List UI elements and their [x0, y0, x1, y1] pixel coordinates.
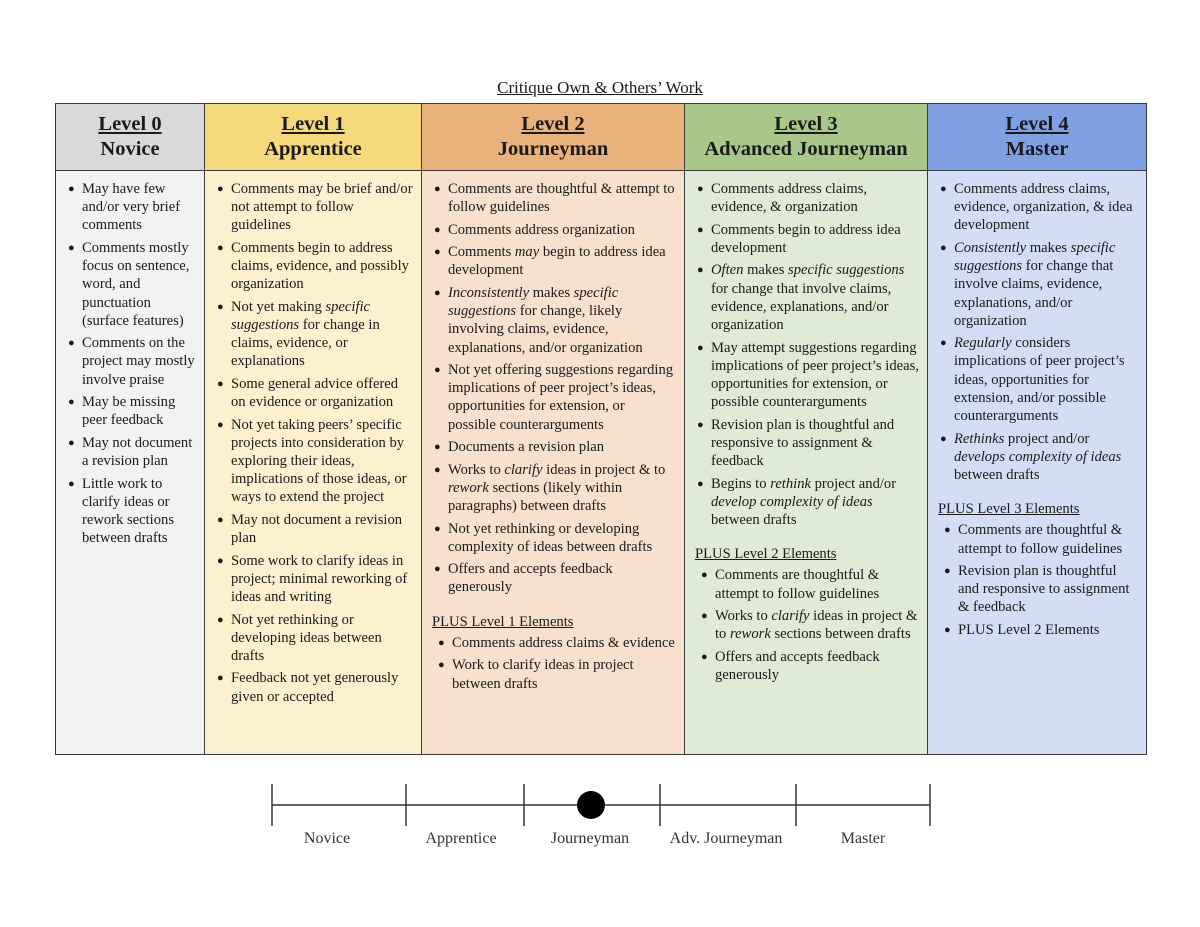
level-1-name: Apprentice [264, 138, 362, 160]
scale-label-master: Master [840, 830, 886, 847]
level-4-title: Level 4 [1005, 113, 1069, 135]
rubric-item: Regularly considers implications of peer… [938, 334, 1138, 425]
level-4-items: Comments address claims, evidence, organ… [938, 180, 1138, 484]
progress-scale [271, 784, 931, 826]
rubric-item: Not yet rethinking or developing complex… [432, 520, 676, 556]
scale-label-novice: Novice [303, 830, 351, 847]
level-4-plus-heading: PLUS Level 3 Elements [938, 501, 1080, 518]
level-2-header: Level 2 Journeyman [422, 104, 684, 171]
level-1-column: Level 1 Apprentice Comments may be brief… [205, 104, 422, 754]
rubric-item: Comments are thoughtful & attempt to fol… [699, 566, 919, 602]
level-3-plus-heading: PLUS Level 2 Elements [695, 546, 837, 563]
level-3-plus-items: Comments are thoughtful & attempt to fol… [695, 566, 919, 684]
level-0-header: Level 0 Novice [56, 104, 204, 171]
rubric-item: Comments begin to address claims, eviden… [215, 239, 413, 294]
rubric-item: Works to clarify ideas in project & to r… [432, 461, 676, 516]
rubric-item: PLUS Level 2 Elements [942, 621, 1138, 639]
level-1-body: Comments may be brief and/or not attempt… [205, 171, 421, 754]
rubric-item: Comments address claims, evidence, & org… [695, 180, 919, 216]
level-4-name: Master [1005, 138, 1069, 160]
level-3-body: Comments address claims, evidence, & org… [685, 171, 927, 754]
level-2-name: Journeyman [497, 138, 609, 160]
rubric-item: Feedback not yet generously given or acc… [215, 669, 413, 705]
rubric-item: Some general advice offered on evidence … [215, 375, 413, 411]
rubric-item: May not document a revision plan [66, 434, 196, 470]
level-2-plus-heading: PLUS Level 1 Elements [432, 613, 574, 630]
rubric-item: May have few and/or very brief comments [66, 180, 196, 235]
rubric-item: Inconsistently makes specific suggestion… [432, 284, 676, 357]
level-0-body: May have few and/or very brief commentsC… [56, 171, 204, 754]
rubric-item: Not yet taking peers’ specific projects … [215, 416, 413, 507]
rubric-item: Works to clarify ideas in project & to r… [699, 607, 919, 643]
rubric-item: Not yet rethinking or developing ideas b… [215, 611, 413, 666]
rubric-item: May not document a revision plan [215, 511, 413, 547]
level-3-header: Level 3 Advanced Journeyman [685, 104, 927, 171]
level-0-column: Level 0 Novice May have few and/or very … [56, 104, 205, 754]
rubric-item: Offers and accepts feedback generously [699, 648, 919, 684]
level-0-items: May have few and/or very brief commentsC… [66, 180, 196, 547]
scale-label-apprentice: Apprentice [425, 830, 497, 847]
level-2-body: Comments are thoughtful & attempt to fol… [422, 171, 684, 754]
rubric-item: Comments are thoughtful & attempt to fol… [432, 180, 676, 216]
rubric-item: Little work to clarify ideas or rework s… [66, 475, 196, 548]
level-1-header: Level 1 Apprentice [205, 104, 421, 171]
level-4-body: Comments address claims, evidence, organ… [928, 171, 1146, 754]
rubric-item: Not yet making specific suggestions for … [215, 298, 413, 371]
level-4-plus-items: Comments are thoughtful & attempt to fol… [938, 521, 1138, 639]
page-title: Critique Own & Others’ Work [497, 78, 703, 97]
level-3-items: Comments address claims, evidence, & org… [695, 180, 919, 529]
level-1-items: Comments may be brief and/or not attempt… [215, 180, 413, 706]
rubric-item: Rethinks project and/or develops complex… [938, 430, 1138, 485]
level-2-title: Level 2 [521, 113, 585, 135]
rubric-item: Comments address claims, evidence, organ… [938, 180, 1138, 235]
rubric-item: May attempt suggestions regarding implic… [695, 339, 919, 412]
level-3-name: Advanced Journeyman [704, 138, 908, 160]
level-2-column: Level 2 Journeyman Comments are thoughtf… [422, 104, 685, 754]
rubric-item: Revision plan is thoughtful and responsi… [695, 416, 919, 471]
rubric-item: Comments mostly focus on sentence, word,… [66, 239, 196, 330]
rubric-item: Often makes specific suggestions for cha… [695, 261, 919, 334]
level-3-column: Level 3 Advanced Journeyman Comments add… [685, 104, 928, 754]
rubric-item: Comments are thoughtful & attempt to fol… [942, 521, 1138, 557]
level-2-plus-items: Comments address claims & evidenceWork t… [432, 634, 676, 693]
rubric-item: Comments on the project may mostly invol… [66, 334, 196, 389]
level-4-header: Level 4 Master [928, 104, 1146, 171]
rubric-item: Revision plan is thoughtful and responsi… [942, 562, 1138, 617]
scale-label-adv-journeyman: Adv. Journeyman [669, 830, 783, 847]
rubric-item: Documents a revision plan [432, 438, 676, 456]
rubric-table: Level 0 Novice May have few and/or very … [55, 103, 1147, 755]
level-2-items: Comments are thoughtful & attempt to fol… [432, 180, 676, 597]
level-1-title: Level 1 [281, 113, 345, 135]
current-level-marker [577, 791, 605, 819]
level-0-name: Novice [100, 138, 160, 160]
level-3-title: Level 3 [774, 113, 838, 135]
rubric-item: Not yet offering suggestions regarding i… [432, 361, 676, 434]
rubric-item: Comments address claims & evidence [436, 634, 676, 652]
scale-label-journeyman: Journeyman [550, 830, 630, 847]
rubric-item: Comments address organization [432, 221, 676, 239]
rubric-item: Comments may begin to address idea devel… [432, 243, 676, 279]
rubric-item: Work to clarify ideas in project between… [436, 656, 676, 692]
rubric-item: Comments may be brief and/or not attempt… [215, 180, 413, 235]
rubric-item: Some work to clarify ideas in project; m… [215, 552, 413, 607]
level-4-column: Level 4 Master Comments address claims, … [928, 104, 1146, 754]
rubric-item: May be missing peer feedback [66, 393, 196, 429]
level-0-title: Level 0 [98, 113, 162, 135]
rubric-item: Comments begin to address idea developme… [695, 221, 919, 257]
rubric-item: Offers and accepts feedback generously [432, 560, 676, 596]
rubric-item: Consistently makes specific suggestions … [938, 239, 1138, 330]
rubric-item: Begins to rethink project and/or develop… [695, 475, 919, 530]
